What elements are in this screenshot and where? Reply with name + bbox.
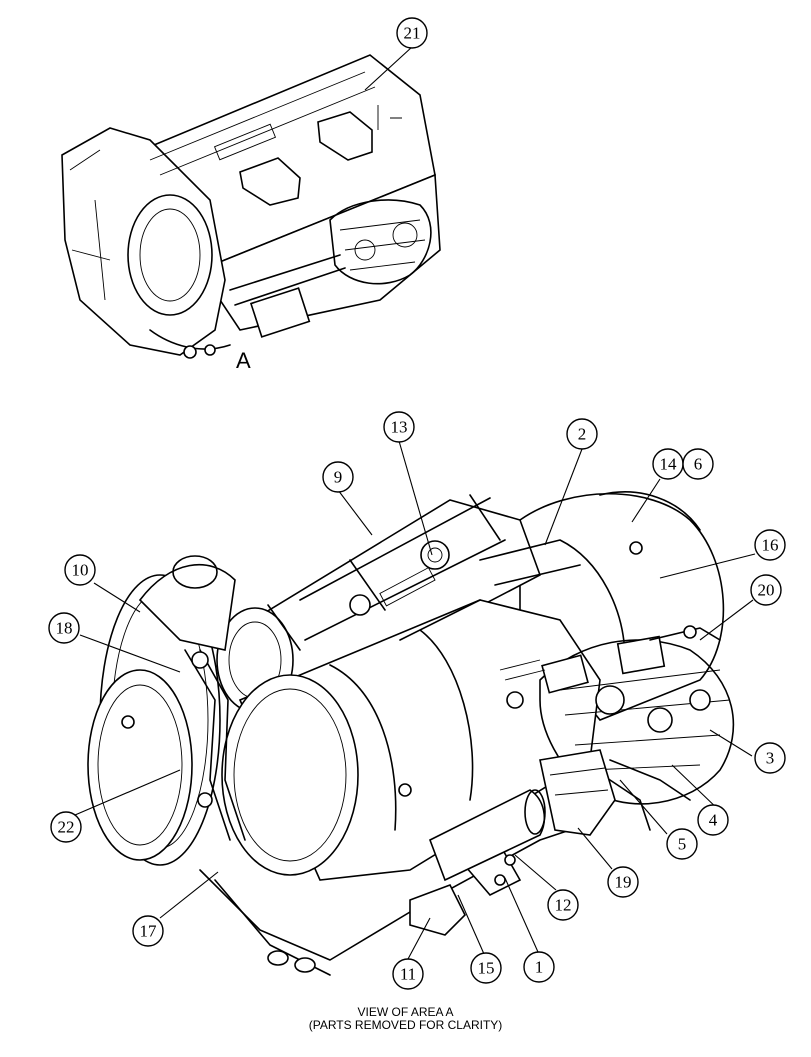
callout-circle-9	[322, 461, 354, 493]
engine-assembly-overview	[61, 54, 441, 359]
callout-label-6: 6	[694, 455, 703, 474]
callout-22: 22	[50, 811, 82, 843]
callout-circle-21	[396, 17, 428, 49]
callout-circle-22	[50, 811, 82, 843]
callout-label-18: 18	[56, 619, 73, 638]
callout-17: 17	[132, 915, 164, 947]
callout-circle-2	[566, 418, 598, 450]
callout-circle-19	[607, 866, 639, 898]
callout-circle-10	[64, 554, 96, 586]
callout-16: 16	[754, 529, 786, 561]
callout-4: 4	[697, 804, 729, 836]
callout-label-9: 9	[334, 468, 343, 487]
callout-label-2: 2	[578, 425, 587, 444]
callout-20: 20	[750, 574, 782, 606]
callout-label-4: 4	[709, 811, 718, 830]
area-a-detail-view	[87, 491, 735, 976]
callout-6: 6	[682, 448, 714, 480]
callout-label-17: 17	[140, 922, 158, 941]
callout-15: 15	[470, 952, 502, 984]
callout-circle-11	[392, 958, 424, 990]
callout-label-1: 1	[535, 958, 544, 977]
callout-label-3: 3	[766, 749, 775, 768]
area-a-label: A	[236, 348, 251, 373]
callout-1: 1	[523, 951, 555, 983]
view-caption: VIEW OF AREA A (PARTS REMOVED FOR CLARIT…	[0, 1006, 811, 1032]
callout-12: 12	[547, 889, 579, 921]
callout-3: 3	[754, 742, 786, 774]
callout-label-19: 19	[615, 873, 632, 892]
callout-13: 13	[383, 411, 415, 443]
callout-label-21: 21	[404, 24, 421, 43]
callout-19: 19	[607, 866, 639, 898]
callout-circle-16	[754, 529, 786, 561]
callout-14: 14	[652, 448, 684, 480]
callout-label-10: 10	[72, 561, 89, 580]
callout-label-20: 20	[758, 581, 775, 600]
callout-circle-5	[666, 828, 698, 860]
callout-circle-12	[547, 889, 579, 921]
callout-10: 10	[64, 554, 96, 586]
callout-circle-13	[383, 411, 415, 443]
callout-11: 11	[392, 958, 424, 990]
caption-line-2: (PARTS REMOVED FOR CLARITY)	[308, 1018, 503, 1032]
callout-5: 5	[666, 828, 698, 860]
callout-18: 18	[48, 612, 80, 644]
callout-label-13: 13	[391, 418, 408, 437]
callout-label-11: 11	[400, 965, 416, 984]
callout-label-15: 15	[478, 959, 495, 978]
callout-label-5: 5	[678, 835, 687, 854]
callout-circle-6	[682, 448, 714, 480]
callout-label-22: 22	[58, 818, 75, 837]
callout-label-14: 14	[660, 455, 678, 474]
callout-circle-1	[523, 951, 555, 983]
callout-circle-15	[470, 952, 502, 984]
callout-circle-4	[697, 804, 729, 836]
callout-circle-20	[750, 574, 782, 606]
callout-label-16: 16	[762, 536, 779, 555]
callout-leaders	[74, 46, 756, 960]
callout-2: 2	[566, 418, 598, 450]
callout-circle-18	[48, 612, 80, 644]
callout-circle-3	[754, 742, 786, 774]
callout-21: 21	[396, 17, 428, 49]
callout-circle-17	[132, 915, 164, 947]
caption-line-1: VIEW OF AREA A	[357, 1005, 454, 1019]
callout-9: 9	[322, 461, 354, 493]
callout-label-12: 12	[555, 896, 572, 915]
